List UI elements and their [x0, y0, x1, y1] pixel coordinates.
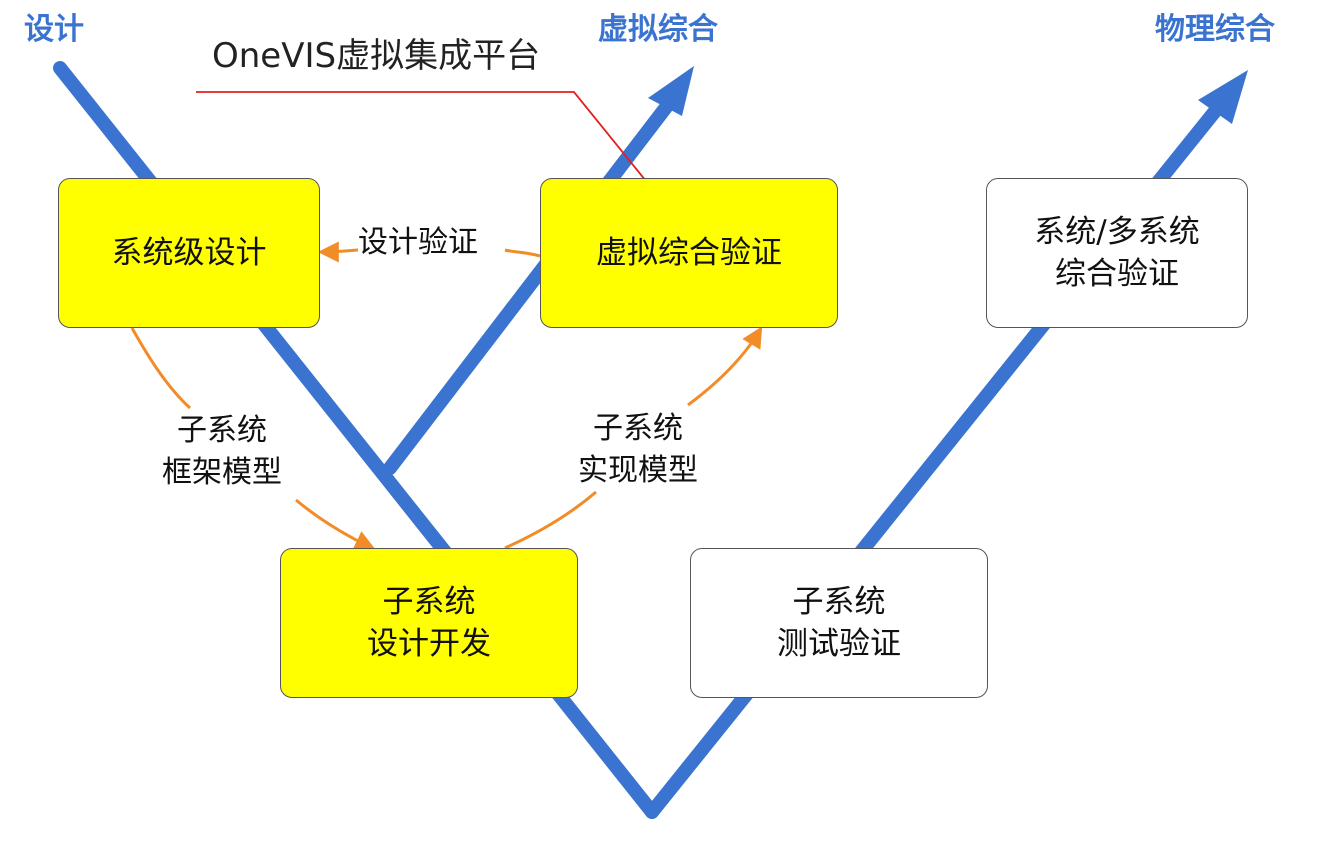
framework-model-line-2: 框架模型	[162, 455, 282, 490]
impl-model-label: 子系统 实现模型	[578, 408, 698, 492]
multi-system-line-2: 综合验证	[1054, 256, 1179, 292]
virtual-arrow-head	[648, 66, 694, 116]
system-design-text: 系统级设计	[111, 235, 267, 271]
impl-arrow-bottom	[504, 490, 597, 550]
platform-label: OneVIS虚拟集成平台	[212, 36, 541, 76]
impl-model-line-2: 实现模型	[578, 453, 698, 488]
design-verify-text: 设计验证	[358, 225, 478, 260]
subsystem-test-line-1: 子系统	[792, 584, 886, 620]
subsystem-dev-line-2: 设计开发	[367, 626, 491, 662]
header-virtual-synthesis: 虚拟综合	[598, 12, 718, 47]
subsystem-dev-line-1: 子系统	[382, 584, 476, 620]
system-design-box: 系统级设计	[58, 178, 320, 328]
framework-arrow-bottom	[295, 498, 376, 551]
framework-arrow-top	[130, 327, 192, 410]
multi-system-line-1: 系统/多系统	[1034, 214, 1200, 250]
design-verify-arrow	[504, 248, 541, 258]
platform-callout-line	[196, 91, 651, 187]
design-verify-arrow-head	[317, 241, 359, 263]
impl-model-line-1: 子系统	[593, 411, 683, 446]
virtual-ascent-line	[383, 95, 677, 475]
virtual-verify-text: 虚拟综合验证	[596, 235, 782, 271]
impl-arrow-top	[687, 326, 763, 407]
subsystem-dev-box: 子系统 设计开发	[280, 548, 578, 698]
header-physical-synthesis: 物理综合	[1155, 12, 1275, 47]
subsystem-test-line-2: 测试验证	[777, 626, 901, 662]
multi-system-verify-box: 系统/多系统 综合验证	[986, 178, 1248, 328]
framework-model-label: 子系统 框架模型	[162, 410, 282, 494]
framework-model-line-1: 子系统	[177, 413, 267, 448]
virtual-verify-box: 虚拟综合验证	[540, 178, 838, 328]
subsystem-test-box: 子系统 测试验证	[690, 548, 988, 698]
physical-arrow-head	[1198, 70, 1248, 124]
header-design: 设计	[24, 12, 84, 47]
design-verify-label: 设计验证	[358, 222, 478, 264]
